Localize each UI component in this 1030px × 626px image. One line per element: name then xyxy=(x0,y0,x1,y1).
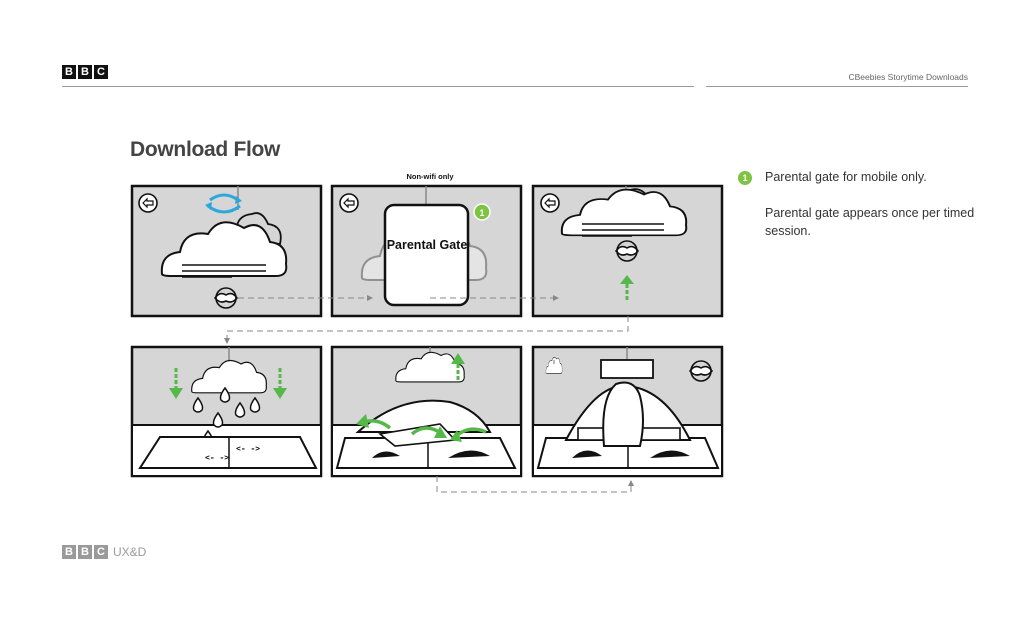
back-arrow-icon xyxy=(540,193,560,213)
footer-logo-suffix: UX&D xyxy=(113,545,147,559)
logo-letter-b2: B xyxy=(78,65,92,79)
download-arrow-icon xyxy=(169,368,183,399)
panel-4: <- -> <- -> xyxy=(130,345,323,478)
header-title: CBeebies Storytime Downloads xyxy=(848,72,968,82)
gate-badge-number: 1 xyxy=(479,208,484,218)
nonwifi-label: Non-wifi only xyxy=(406,172,454,181)
gate-badge xyxy=(473,203,491,221)
footer-logo-letter-c: C xyxy=(94,545,108,559)
header-rule-right xyxy=(706,86,968,87)
header-rule-left xyxy=(62,86,694,87)
note-mobile-only: Parental gate for mobile only. xyxy=(765,170,927,184)
svg-text:<- ->: <- -> xyxy=(236,444,260,453)
rotate-icon xyxy=(205,193,242,214)
page-title: Download Flow xyxy=(130,138,281,161)
download-arrow-icon xyxy=(451,353,465,380)
panel-3 xyxy=(531,184,724,318)
logo-letter-c: C xyxy=(94,65,108,79)
panel-6 xyxy=(531,345,724,478)
bbc-uxd-logo: B B C UX&D xyxy=(62,545,146,559)
logo-letter-b1: B xyxy=(62,65,76,79)
panel-2: 1 xyxy=(330,184,523,318)
back-arrow-icon xyxy=(138,193,158,213)
panel-5 xyxy=(330,345,523,478)
footer-logo-letter-b1: B xyxy=(62,545,76,559)
svg-text:<- ->: <- -> xyxy=(205,453,229,462)
note-timed-session: Parental gate appears once per timed ses… xyxy=(765,206,975,238)
bbc-logo: B B C xyxy=(62,65,108,79)
flow-connectors xyxy=(224,295,634,493)
parental-gate-text: Parental Gate xyxy=(386,238,468,252)
back-arrow-icon xyxy=(339,193,359,213)
panel-1 xyxy=(130,184,323,318)
download-arrow-icon xyxy=(620,275,634,300)
parental-gate-card xyxy=(383,203,470,307)
swipe-arrow-icon xyxy=(356,414,487,442)
note-badge: 1 xyxy=(738,171,752,185)
footer-logo-letter-b2: B xyxy=(78,545,92,559)
download-arrow-icon xyxy=(273,368,287,399)
